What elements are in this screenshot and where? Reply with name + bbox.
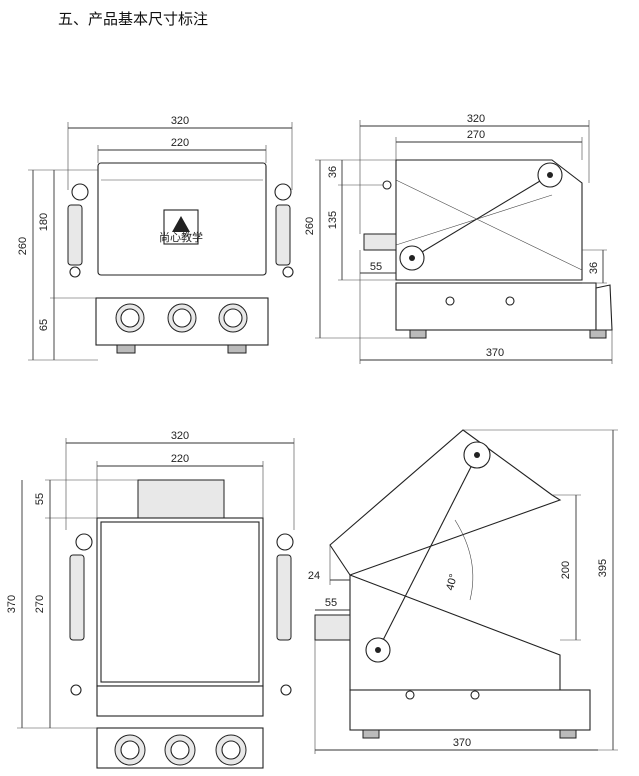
dim-front-width-220: 220 xyxy=(171,137,189,149)
dim-side-36-right: 36 xyxy=(588,262,600,274)
hinge-left xyxy=(71,183,89,201)
dim-front-height-65: 65 xyxy=(38,319,50,331)
side-view-closed: 320 270 260 36 135 55 36 370 xyxy=(304,113,613,364)
strut-left xyxy=(67,204,83,266)
dim-open-side-55: 55 xyxy=(325,597,337,609)
dim-angle-40: 40° xyxy=(444,573,460,592)
open-side-shaft xyxy=(314,614,351,641)
dim-side-length-320: 320 xyxy=(467,113,485,125)
dim-open-height-370: 370 xyxy=(6,595,18,613)
side-view-open: 40° 24 55 200 395 370 xyxy=(308,429,618,754)
dim-open-side-24: 24 xyxy=(308,570,320,582)
front-view-open: 320 220 55 370 270 xyxy=(6,430,295,769)
open-strut-right xyxy=(276,554,292,641)
dim-open-side-370: 370 xyxy=(453,737,471,749)
side-shaft xyxy=(363,233,397,251)
dim-side-55: 55 xyxy=(370,261,382,273)
dim-open-55: 55 xyxy=(34,493,46,505)
angle-arc xyxy=(454,519,474,601)
dim-front-height-180: 180 xyxy=(38,213,50,231)
dim-side-height-260: 260 xyxy=(304,217,316,235)
warning-icon xyxy=(172,216,190,232)
dim-side-36-top: 36 xyxy=(327,166,339,178)
page-title: 五、产品基本尺寸标注 xyxy=(58,10,209,28)
open-lid-top xyxy=(137,479,225,519)
side-strut xyxy=(411,174,551,259)
side-lid xyxy=(395,159,583,281)
dim-side-length-370: 370 xyxy=(486,347,504,359)
dim-side-length-270: 270 xyxy=(467,129,485,141)
open-strut-left xyxy=(69,554,85,641)
dim-open-side-200: 200 xyxy=(560,561,572,579)
dim-open-width-220: 220 xyxy=(171,453,189,465)
hinge-right xyxy=(274,183,292,201)
dim-open-height-270: 270 xyxy=(34,595,46,613)
open-side-base xyxy=(349,689,591,731)
open-side-lid xyxy=(329,429,562,576)
front-view-closed: 尚心教学 320 220 260 180 65 xyxy=(17,115,294,361)
side-base xyxy=(395,282,597,331)
strut-right xyxy=(275,204,291,266)
dim-open-side-395: 395 xyxy=(597,559,609,577)
dim-front-height-260: 260 xyxy=(17,237,29,255)
dim-front-width-320: 320 xyxy=(171,115,189,127)
dim-side-height-135: 135 xyxy=(327,211,339,229)
label-plate-text: 尚心教学 xyxy=(159,230,203,244)
dim-open-width-320: 320 xyxy=(171,430,189,442)
open-side-strut xyxy=(377,454,478,651)
